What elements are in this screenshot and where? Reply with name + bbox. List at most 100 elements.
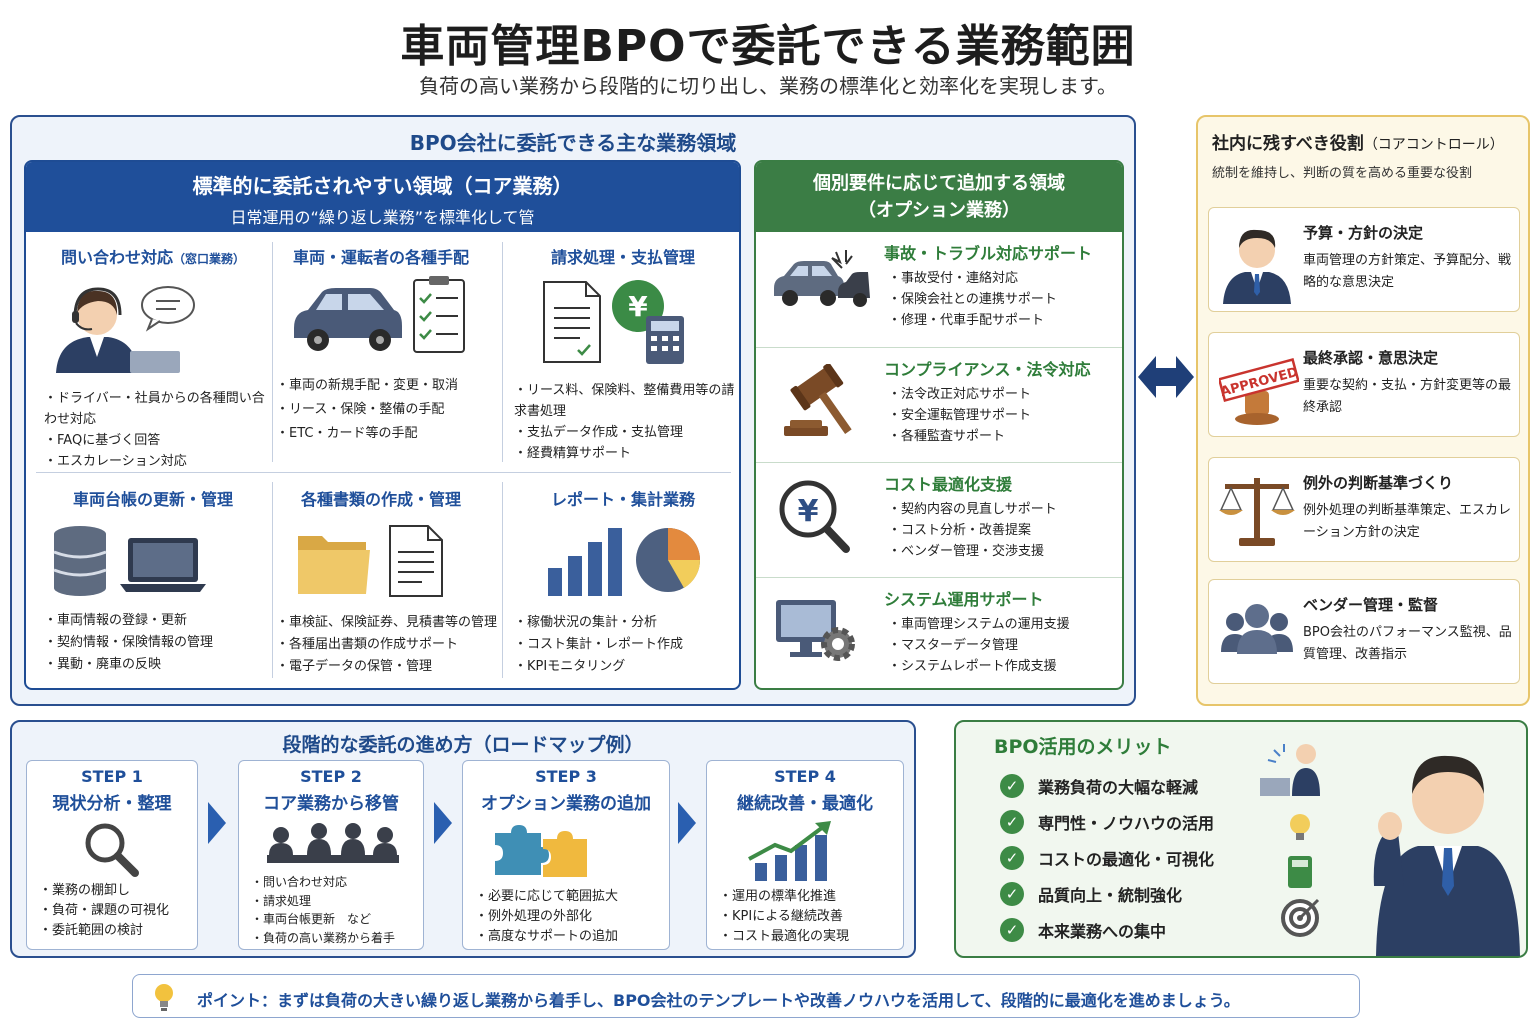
- core-cell-list: 車両の新規手配・変更・取消 リース・保険・整備の手配 ETC・カード等の手配: [276, 374, 504, 446]
- monitor-gear-icon: [776, 600, 855, 661]
- role-title: 最終承認・意思決定: [1303, 349, 1439, 367]
- core-cell-reports: レポート・集計業務 稼働状況の集計・分析 コスト集計・レポート作成 KPIモニタ…: [504, 488, 739, 678]
- lightbulb-icon: [155, 984, 173, 1011]
- list-item: 業務の棚卸し: [39, 881, 169, 901]
- list-item: リース料、保険料、整備費用等の請求書処理: [514, 380, 739, 422]
- list-item: エスカレーション対応: [44, 451, 272, 472]
- list-item: 稼働状況の集計・分析: [514, 612, 739, 634]
- balance-scale-icon: [1219, 478, 1295, 546]
- step-title: オプション業務の追加: [481, 794, 651, 814]
- option-row-cost: ¥ コスト最適化支援 契約内容の見直しサポート コスト分析・改善提案 ベンダー管…: [756, 462, 1122, 577]
- merit-label: 本来業務への集中: [1038, 922, 1167, 941]
- option-row-title: コスト最適化支援: [884, 475, 1013, 494]
- step-number: STEP 2: [300, 767, 362, 786]
- list-item: 車両の新規手配・変更・取消: [276, 374, 504, 398]
- list-item: コスト集計・レポート作成: [514, 634, 739, 656]
- list-item: システムレポート作成支援: [888, 656, 1070, 677]
- gavel-icon: [784, 364, 852, 436]
- roadmap-panel: 段階的な委託の進め方（ロードマップ例） STEP 1 現状分析・整理 業務の棚卸…: [10, 720, 916, 958]
- role-card-budget: 予算・方針の決定 車両管理の方針策定、予算配分、戦略的な意思決定: [1208, 207, 1520, 312]
- page-title: 車両管理BPOで委託できる業務範囲: [400, 21, 1136, 72]
- core-cell-list: リース料、保険料、整備費用等の請求書処理 支払データ作成・支払管理 経費精算サポ…: [514, 380, 739, 464]
- step-list: 業務の棚卸し 負荷・課題の可視化 委託範囲の検討: [39, 881, 169, 941]
- role-card-vendor: ベンダー管理・監督 BPO会社のパフォーマンス監視、品質管理、改善指示: [1208, 579, 1520, 684]
- role-description: 例外処理の判断基準策定、エスカレーション方針の決定: [1303, 503, 1512, 540]
- list-item: 支払データ作成・支払管理: [514, 422, 739, 443]
- list-item: 問い合わせ対応: [251, 873, 395, 892]
- role-description: 重要な契約・支払・方針変更等の最終承認: [1303, 378, 1512, 415]
- merit-label: 専門性・ノウハウの活用: [1038, 814, 1215, 833]
- internal-roles-title: 社内に残すべき役割（コアコントロール）: [1212, 129, 1504, 154]
- role-card-exception: 例外の判断基準づくり 例外処理の判断基準策定、エスカレーション方針の決定: [1208, 457, 1520, 562]
- merits-panel: BPO活用のメリット ✓業務負荷の大幅な軽減 ✓専門性・ノウハウの活用 ✓コスト…: [954, 720, 1528, 958]
- database-laptop-icon: [53, 526, 206, 596]
- step-card-2: STEP 2 コア業務から移管 問い合わせ対応 請求処理 車両台帳更新 など 負…: [238, 760, 424, 950]
- step-list: 運用の標準化推進 KPIによる継続改善 コスト最適化の実現: [719, 887, 849, 947]
- lightbulb-icon: [1290, 814, 1310, 834]
- check-circle-icon: ✓: [1000, 882, 1024, 906]
- list-item: 各種監査サポート: [888, 426, 1031, 447]
- merit-label: コストの最適化・可視化: [1038, 850, 1215, 869]
- chevron-right-icon: [678, 802, 696, 844]
- core-cell-list: ドライバー・社員からの各種問い合わせ対応 FAQに基づく回答 エスカレーション対…: [44, 388, 272, 472]
- option-area-panel: 個別要件に応じて追加する領域 （オプション業務） 事故・トラブル対応サポート 事…: [754, 160, 1124, 690]
- option-row-title: コンプライアンス・法令対応: [884, 360, 1091, 379]
- list-item: 契約情報・保険情報の管理: [44, 632, 272, 654]
- core-area-header: 標準的に委託されやすい領域（コア業務） 日常運用の“繰り返し業務”を標準化して管: [26, 162, 739, 232]
- check-circle-icon: ✓: [1000, 774, 1024, 798]
- laptop-worker-icon: [1260, 778, 1290, 796]
- role-description: BPO会社のパフォーマンス監視、品質管理、改善指示: [1303, 625, 1512, 662]
- businessman-icon: [1223, 229, 1291, 304]
- list-item: 請求処理: [251, 892, 395, 911]
- option-row-title: システム運用サポート: [884, 590, 1044, 609]
- list-item: 車検証、保険証券、見積書等の管理: [276, 612, 504, 634]
- role-description: 車両管理の方針策定、予算配分、戦略的な意思決定: [1303, 253, 1512, 290]
- team-people-icon: [1221, 604, 1293, 654]
- core-area-title: 標準的に委託されやすい領域（コア業務）: [192, 174, 573, 198]
- step-number: STEP 4: [774, 767, 836, 786]
- role-card-approval: APPROVED 最終承認・意思決定 重要な契約・支払・方針変更等の最終承認: [1208, 332, 1520, 437]
- chevron-right-icon: [434, 802, 452, 844]
- roadmap-title: 段階的な委託の進め方（ロードマップ例）: [282, 734, 644, 756]
- list-item: KPIモニタリング: [514, 656, 739, 678]
- merits-title: BPO活用のメリット: [994, 736, 1172, 758]
- list-item: 負荷・課題の可視化: [39, 901, 169, 921]
- option-row-compliance: コンプライアンス・法令対応 法令改正対応サポート 安全運転管理サポート 各種監査…: [756, 347, 1122, 462]
- core-cell-list: 稼働状況の集計・分析 コスト集計・レポート作成 KPIモニタリング: [514, 612, 739, 678]
- merit-item: ✓コストの最適化・可視化: [1000, 840, 1214, 876]
- core-area-panel: 標準的に委託されやすい領域（コア業務） 日常運用の“繰り返し業務”を標準化して管…: [24, 160, 741, 690]
- step-list: 必要に応じて範囲拡大 例外処理の外部化 高度なサポートの追加: [475, 887, 618, 947]
- core-cell-title: 請求処理・支払管理: [550, 248, 695, 267]
- meeting-people-icon: [267, 823, 399, 863]
- list-item: コスト分析・改善提案: [888, 520, 1057, 541]
- car-checklist-icon: [294, 276, 465, 353]
- merit-item: ✓専門性・ノウハウの活用: [1000, 804, 1214, 840]
- point-text: ポイント：まずは負荷の大きい繰り返し業務から着手し、BPO会社のテンプレートや改…: [197, 991, 1240, 1010]
- option-area-subtitle: （オプション業務）: [858, 200, 1020, 221]
- merit-item: ✓ 業務負荷の大幅な軽減: [1000, 768, 1214, 804]
- step-card-4: STEP 4 継続改善・最適化 運用の標準化推進 KPIによる継続改善 コスト最…: [706, 760, 904, 950]
- list-item: ETC・カード等の手配: [276, 422, 504, 446]
- page-subtitle: 負荷の高い業務から段階的に切り出し、業務の標準化と効率化を実現します。: [419, 74, 1117, 98]
- list-item: FAQに基づく回答: [44, 430, 272, 451]
- svg-text:¥: ¥: [798, 494, 819, 529]
- list-item: 修理・代車手配サポート: [888, 310, 1057, 331]
- step-list: 問い合わせ対応 請求処理 車両台帳更新 など 負荷の高い業務から着手: [251, 873, 395, 947]
- main-areas-title: BPO会社に委託できる主な業務領域: [409, 131, 737, 155]
- list-item: リース・保険・整備の手配: [276, 398, 504, 422]
- businessman-fist-icon: [1373, 755, 1520, 956]
- approved-stamp-icon: APPROVED: [1219, 358, 1299, 425]
- option-row-accident: 事故・トラブル対応サポート 事故受付・連絡対応 保険会社との連携サポート 修理・…: [756, 232, 1122, 347]
- role-title: ベンダー管理・監督: [1303, 596, 1439, 614]
- internal-roles-panel: 社内に残すべき役割（コアコントロール） 統制を維持し、判断の質を高める重要な役割…: [1196, 115, 1530, 706]
- list-item: KPIによる継続改善: [719, 907, 849, 927]
- list-item: 経費精算サポート: [514, 443, 739, 464]
- svg-text:¥: ¥: [628, 290, 648, 323]
- merit-label: 業務負荷の大幅な軽減: [1038, 778, 1199, 797]
- internal-roles-title-text: 社内に残すべき役割: [1212, 134, 1364, 154]
- point-banner: ポイント：まずは負荷の大きい繰り返し業務から着手し、BPO会社のテンプレートや改…: [132, 974, 1360, 1018]
- step-title: コア業務から移管: [263, 794, 399, 814]
- list-item: 法令改正対応サポート: [888, 384, 1031, 405]
- list-item: 各種届出書類の作成サポート: [276, 634, 504, 656]
